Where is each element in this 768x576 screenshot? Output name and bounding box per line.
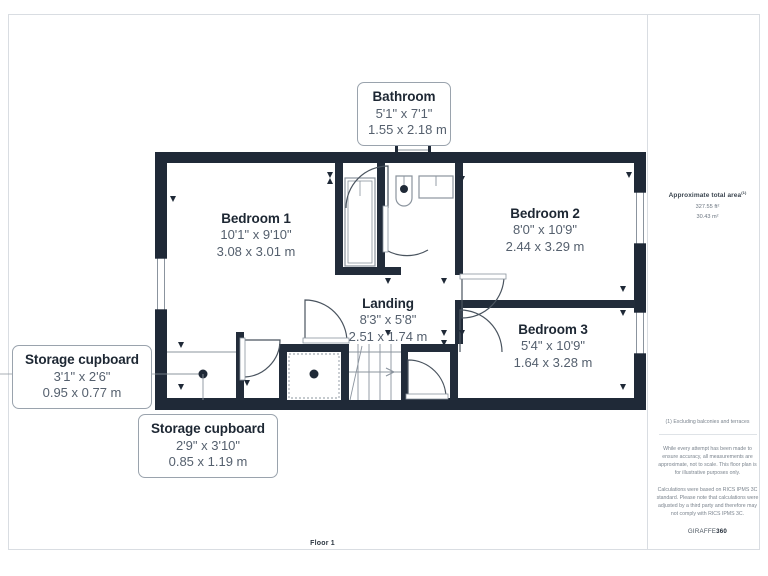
room-dim-imperial: 3'1" x 2'6": [53, 368, 111, 384]
panel-divider: [647, 14, 648, 550]
room-dim-metric: 2.44 x 3.29 m: [505, 238, 585, 254]
room-label-bedroom1: Bedroom 1 10'1" x 9'10" 3.08 x 3.01 m: [186, 210, 326, 261]
panel-footnote: (1) Excluding balconies and terraces: [665, 419, 750, 425]
total-area-sqm: 30.43 m²: [696, 214, 719, 220]
room-label-bathroom: Bathroom 5'1" x 7'1" 1.55 x 2.18 m: [357, 82, 451, 147]
panel-disclaimer: While every attempt has been made to ens…: [658, 446, 757, 477]
room-name: Bathroom: [372, 89, 436, 104]
room-label-storage-left: Storage cupboard 3'1" x 2'6" 0.95 x 0.77…: [12, 345, 152, 410]
room-dim-metric: 0.85 x 1.19 m: [168, 454, 248, 470]
room-label-bedroom2: Bedroom 2 8'0" x 10'9" 2.44 x 3.29 m: [475, 205, 615, 256]
room-name: Storage cupboard: [25, 352, 139, 367]
giraffe360-logo: GIRAFFE360: [655, 528, 760, 535]
room-dim-imperial: 8'0" x 10'9": [512, 222, 578, 238]
total-area-footnote-ref: (1): [741, 190, 747, 195]
room-name: Storage cupboard: [151, 421, 265, 436]
total-area-title-text: Approximate total area: [668, 192, 742, 200]
room-name: Bedroom 3: [518, 322, 588, 337]
room-dim-metric: 0.95 x 0.77 m: [42, 385, 122, 401]
room-dim-metric: 2.51 x 1.74 m: [348, 328, 428, 344]
room-dim-imperial: 5'4" x 10'9": [520, 338, 586, 354]
floor-caption: Floor 1: [310, 540, 335, 547]
room-label-bedroom3: Bedroom 3 5'4" x 10'9" 1.64 x 3.28 m: [483, 321, 623, 372]
room-dim-imperial: 2'9" x 3'10": [175, 437, 241, 453]
room-label-landing: Landing 8'3" x 5'8" 2.51 x 1.74 m: [323, 295, 453, 346]
panel-rule: [659, 434, 757, 435]
room-name: Bedroom 2: [510, 206, 580, 221]
room-dim-metric: 3.08 x 3.01 m: [216, 243, 296, 259]
room-label-storage-bottom: Storage cupboard 2'9" x 3'10" 0.85 x 1.1…: [138, 414, 278, 479]
room-dim-imperial: 5'1" x 7'1": [375, 105, 433, 121]
total-area-title: Approximate total area(1): [655, 190, 760, 199]
room-dim-imperial: 8'3" x 5'8": [359, 312, 417, 328]
room-dim-metric: 1.64 x 3.28 m: [513, 354, 593, 370]
total-area-sqft: 327.55 ft²: [695, 204, 720, 210]
room-name: Bedroom 1: [221, 211, 291, 226]
room-dim-imperial: 10'1" x 9'10": [220, 227, 292, 243]
room-dim-metric: 1.55 x 2.18 m: [368, 122, 447, 138]
logo-text-light: GIRAFFE: [687, 528, 717, 535]
logo-text-bold: 360: [716, 528, 728, 535]
room-name: Landing: [362, 296, 414, 311]
panel-calculations-note: Calculations were based on RICS IPMS 3C …: [656, 487, 759, 518]
